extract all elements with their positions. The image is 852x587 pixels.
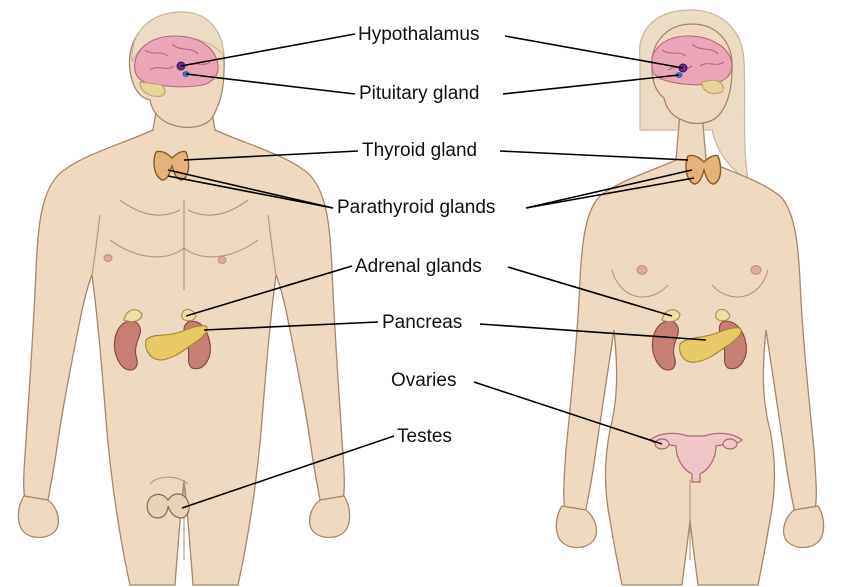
leader-testes xyxy=(181,435,395,509)
leader-adrenal-female xyxy=(507,266,673,317)
female-uterus xyxy=(649,432,743,483)
female-thyroid xyxy=(685,154,722,185)
leader-thyroid-male xyxy=(183,150,359,161)
female-nipple-right xyxy=(750,265,762,275)
leader-thyroid-female xyxy=(499,150,689,161)
male-adrenal-left xyxy=(123,309,143,323)
leader-adrenal-male xyxy=(185,265,353,317)
leader-pancreas-male xyxy=(203,321,379,331)
label-thyroid-gland: Thyroid gland xyxy=(362,140,478,161)
male-nipple-left xyxy=(103,254,113,262)
leader-lines xyxy=(167,33,707,509)
female-adrenal-right xyxy=(715,308,731,322)
label-ovaries: Ovaries xyxy=(391,370,457,391)
leader-ovaries xyxy=(473,381,663,445)
male-kidney-left xyxy=(113,320,141,371)
female-nipple-left xyxy=(636,265,648,275)
leader-parathyroid-male-2 xyxy=(167,175,334,209)
label-parathyroid-glands: Parathyroid glands xyxy=(337,197,496,218)
leader-parathyroid-female-2 xyxy=(525,177,695,209)
female-right-hand xyxy=(782,505,825,549)
male-testes xyxy=(146,493,190,519)
female-figure xyxy=(555,9,825,586)
female-ovary-right xyxy=(722,438,738,450)
leader-hypothalamus-male xyxy=(180,33,356,67)
female-brain xyxy=(651,35,733,86)
male-right-hand xyxy=(308,495,351,539)
female-pancreas xyxy=(679,327,742,363)
male-nipple-right xyxy=(217,256,227,264)
leader-parathyroid-female-1 xyxy=(525,169,693,209)
male-cerebellum xyxy=(139,81,166,97)
male-figure xyxy=(17,11,351,586)
label-testes: Testes xyxy=(397,426,452,447)
label-pancreas: Pancreas xyxy=(382,312,463,333)
female-kidney-left xyxy=(651,320,679,371)
leader-pituitary-male xyxy=(185,73,356,95)
male-left-hand xyxy=(17,495,60,539)
female-left-hand xyxy=(555,505,598,549)
label-hypothalamus: Hypothalamus xyxy=(358,24,480,45)
leader-hypothalamus-female xyxy=(504,35,684,69)
leader-pituitary-female xyxy=(502,74,680,95)
leader-pancreas-female xyxy=(479,323,707,341)
label-adrenal-glands: Adrenal glands xyxy=(355,256,482,277)
label-pituitary-gland: Pituitary gland xyxy=(359,83,480,104)
male-pancreas xyxy=(145,325,208,361)
female-cerebellum xyxy=(701,79,724,95)
leader-parathyroid-male-1 xyxy=(167,169,334,209)
